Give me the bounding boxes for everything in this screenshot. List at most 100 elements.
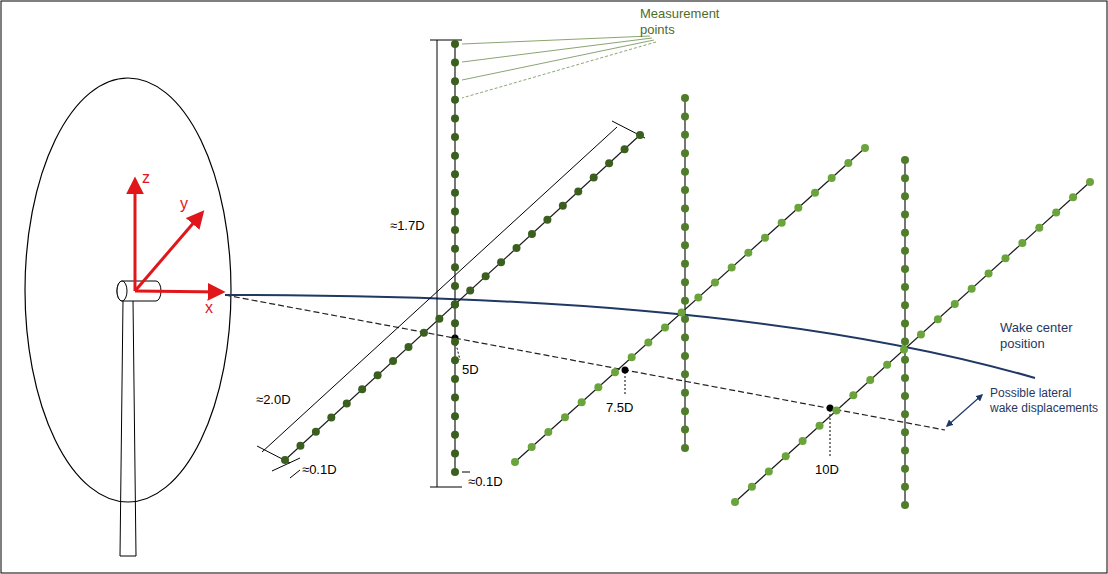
z-axis	[134, 180, 137, 291]
distance-label: 7.5D	[606, 400, 633, 416]
measurement-point	[451, 394, 459, 402]
measurement-point	[901, 174, 909, 182]
dimension-2-0d	[257, 121, 645, 478]
measurement-line	[515, 148, 865, 462]
measurement-point	[778, 219, 786, 227]
wake-center-curve	[225, 295, 1035, 378]
measurement-point	[934, 315, 942, 323]
measurement-point	[985, 269, 993, 277]
measurement-line	[285, 135, 640, 460]
measurement-point	[861, 144, 869, 152]
y-axis	[135, 213, 202, 291]
measurement-point	[574, 188, 582, 196]
measurement-point	[782, 452, 790, 460]
measurement-point	[1069, 193, 1077, 201]
measurement-point	[420, 329, 428, 337]
measurement-point	[681, 186, 689, 194]
measurement-point	[451, 114, 459, 122]
measurement-point	[901, 210, 909, 218]
distance-marker-line	[625, 372, 626, 396]
measurement-point	[744, 249, 752, 257]
measurement-point	[951, 300, 959, 308]
measurement-point	[451, 226, 459, 234]
measurement-point	[681, 94, 689, 102]
measurement-point	[451, 468, 459, 476]
measurement-point	[748, 483, 756, 491]
measurement-point	[561, 413, 569, 421]
measurement-point	[901, 192, 909, 200]
measurement-point	[901, 410, 909, 418]
measurement-point	[681, 297, 689, 305]
measurement-point	[968, 285, 976, 293]
measurement-point	[811, 189, 819, 197]
measurement-point	[1018, 239, 1026, 247]
measurement-point	[374, 371, 382, 379]
distance-label: 5D	[462, 362, 479, 378]
dimension-label: ≈2.0D	[256, 392, 291, 408]
measurement-point	[451, 77, 459, 85]
axis-label: y	[180, 194, 188, 213]
measurement-point	[681, 168, 689, 176]
measurement-point	[681, 112, 689, 120]
measurement-point	[901, 392, 909, 400]
measurement-point	[901, 247, 909, 255]
measurement-point	[901, 156, 909, 164]
measurement-point	[1001, 254, 1009, 262]
measurement-point	[451, 263, 459, 271]
measurement-point	[451, 319, 459, 327]
measurement-point	[451, 170, 459, 178]
measurement-point	[644, 338, 652, 346]
measurement-point	[451, 189, 459, 197]
measurement-point	[917, 330, 925, 338]
measurement-point	[281, 456, 289, 464]
measurement-point	[816, 422, 824, 430]
measurement-point	[681, 241, 689, 249]
measurement-point	[636, 131, 644, 139]
measurement-point	[544, 428, 552, 436]
measurement-point	[451, 282, 459, 290]
measurement-leaders	[462, 36, 656, 98]
measurement-point	[528, 443, 536, 451]
measurement-point	[901, 447, 909, 455]
measurement-point	[901, 338, 909, 346]
measurement-point	[844, 159, 852, 167]
measurement-point	[296, 442, 304, 450]
measurement-point	[681, 205, 689, 213]
measurement-point	[466, 286, 474, 294]
measurement-point	[451, 449, 459, 457]
distance-label: 10D	[815, 462, 839, 478]
measurement-point	[482, 272, 490, 280]
measurement-point	[605, 159, 613, 167]
measurement-points	[281, 40, 1094, 509]
measurement-point	[794, 204, 802, 212]
measurement-point	[451, 245, 459, 253]
distance-marker-dot	[622, 367, 629, 374]
measurement-point	[343, 399, 351, 407]
measurement-point	[528, 230, 536, 238]
measurement-point	[451, 412, 459, 420]
measurement-point	[513, 244, 521, 252]
measurement-point	[681, 407, 689, 415]
measurement-point	[901, 265, 909, 273]
lateral-displacement-arrow	[947, 395, 982, 426]
measurement-point	[451, 40, 459, 48]
measurement-point	[628, 353, 636, 361]
measurement-point	[799, 437, 807, 445]
measurement-point	[681, 426, 689, 434]
measurement-point	[590, 173, 598, 181]
measurement-point	[901, 319, 909, 327]
rotor-centerline	[225, 295, 945, 430]
measurement-point	[901, 301, 909, 309]
measurement-point	[828, 174, 836, 182]
measurement-point	[358, 385, 366, 393]
measurement-point	[681, 333, 689, 341]
measurement-point	[312, 428, 320, 436]
measurement-point	[901, 356, 909, 364]
measurement-point	[661, 323, 669, 331]
measurement-point	[901, 229, 909, 237]
measurement-point	[681, 131, 689, 139]
measurement-point	[678, 308, 686, 316]
measurement-point	[765, 468, 773, 476]
measurement-point	[901, 428, 909, 436]
measurement-point	[681, 389, 689, 397]
